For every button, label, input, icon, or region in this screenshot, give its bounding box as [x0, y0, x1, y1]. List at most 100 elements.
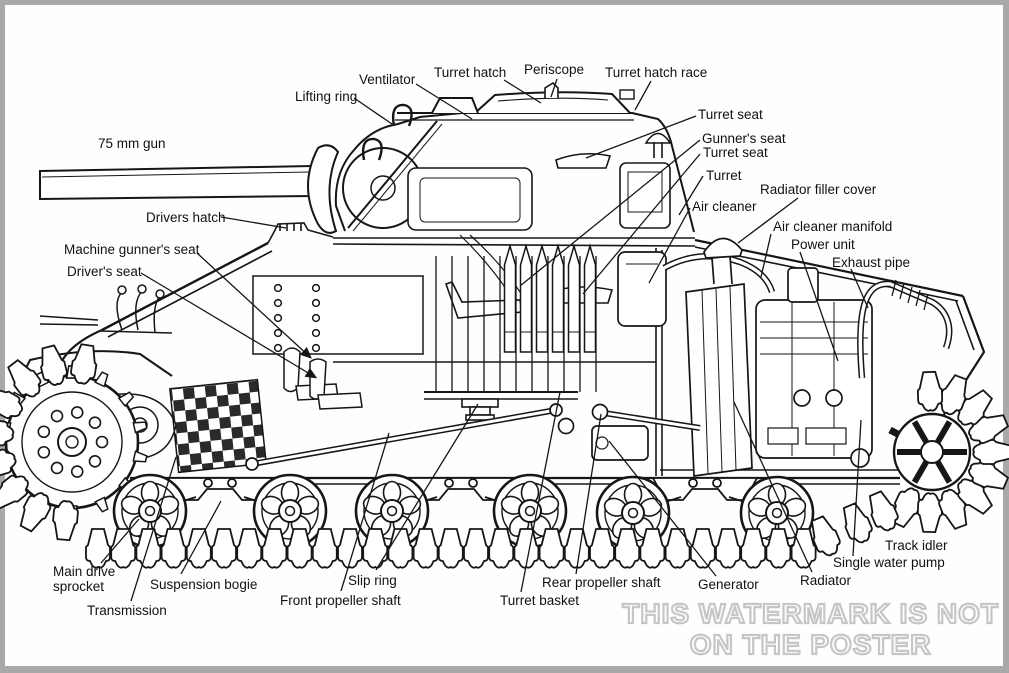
bogie-brackets — [151, 477, 774, 512]
exhaust-flex-ribs — [891, 279, 929, 311]
hatch-hinge — [619, 89, 635, 100]
bogie-roller — [468, 478, 478, 488]
sprocket-bolt — [70, 406, 84, 419]
leader-line-turret-seat-upper — [585, 115, 697, 159]
leader-line-air-cleaner — [648, 207, 691, 284]
basket-floor-group — [424, 391, 578, 421]
lever-knob — [117, 285, 127, 295]
part-label-turret-basket: Turret basket — [500, 593, 579, 608]
leader-line-slip-ring — [375, 403, 479, 571]
part-label-power-unit: Power unit — [791, 237, 855, 252]
gun-barrel — [39, 164, 313, 201]
turret-hatch-inner — [497, 97, 609, 102]
gun-shield-crescent — [307, 144, 340, 234]
part-label-gunners-seat: Gunner's seat — [702, 131, 786, 146]
exhaust-pipe-core — [858, 282, 951, 379]
exhaust-pipe-shape — [857, 280, 953, 379]
part-label-transmission: Transmission — [87, 603, 167, 618]
leader-line-machine-gunners-seat — [196, 252, 312, 359]
part-label-turret-seat-upper: Turret seat — [698, 107, 763, 122]
leader-line-gunners-seat — [519, 139, 701, 287]
watermark-line2: ON THE POSTER — [689, 628, 932, 661]
part-label-air-cleaner: Air cleaner — [692, 199, 757, 214]
idler-hub — [920, 440, 944, 464]
sprocket-tooth — [132, 450, 148, 463]
track-link — [185, 528, 212, 569]
turret-group — [334, 81, 695, 233]
track-link — [211, 528, 237, 569]
part-label-gun-75mm: 75 mm gun — [98, 136, 166, 151]
leader-line-drivers-hatch — [220, 216, 287, 229]
carburetor — [787, 267, 819, 303]
generator-shape — [591, 425, 649, 461]
bogie-roller — [712, 478, 722, 488]
seat-pan-2 — [317, 392, 363, 410]
part-label-single-water-pump: Single water pump — [833, 555, 945, 570]
sprocket-tooth — [117, 391, 135, 408]
sprocket-bolt — [37, 425, 51, 439]
panel-holes — [273, 283, 321, 353]
part-label-drivers-seat: Driver's seat — [67, 264, 142, 279]
floor-bar — [99, 330, 173, 334]
track-link — [837, 500, 877, 547]
leader-line-turret-hatch — [503, 79, 542, 104]
ammo-shell — [567, 245, 581, 353]
gun-breech-inner — [419, 177, 521, 223]
engine-bay — [245, 237, 953, 477]
sprocket-hub-hole — [65, 435, 79, 449]
ammo-shell — [583, 245, 597, 353]
part-label-generator: Generator — [698, 577, 759, 592]
part-label-radiator: Radiator — [800, 573, 852, 588]
part-label-radiator-filler-cover: Radiator filler cover — [760, 182, 877, 197]
leader-line-power-unit — [799, 251, 839, 362]
ammo-shell — [551, 245, 565, 353]
leader-line-suspension-bogie — [180, 500, 222, 575]
single-water-pump-shape — [850, 448, 870, 468]
leader-line-transmission — [130, 456, 177, 602]
idler-spoke — [911, 420, 930, 444]
lifting-ring-shape — [391, 103, 413, 127]
leader-line-radiator — [733, 401, 813, 573]
turret-seat-upper-shape — [555, 152, 612, 169]
lever-knob-2 — [137, 284, 147, 294]
ammo-shell — [519, 245, 533, 353]
sprocket-bolt — [50, 461, 64, 475]
sprocket-tooth — [94, 496, 109, 513]
idler-spoke — [934, 420, 953, 444]
track-link — [715, 528, 741, 569]
part-label-ventilator: Ventilator — [359, 72, 416, 87]
gun-barrel-line — [41, 171, 311, 178]
sponson-panel — [252, 275, 424, 355]
track-idler-wheel — [888, 412, 972, 492]
steering-lever — [117, 292, 124, 330]
radiator-core — [701, 286, 737, 474]
leader-line-front-propeller-shaft — [340, 432, 390, 592]
part-label-slip-ring: Slip ring — [348, 573, 397, 588]
leader-line-turret-seat-lower — [582, 153, 701, 295]
turret-brace — [347, 120, 438, 229]
radiator-filler-cover-shape — [703, 237, 743, 259]
u-joint-2 — [557, 417, 575, 435]
lever-knob-3 — [155, 289, 165, 299]
ammo-shell — [503, 245, 517, 353]
idler-spoke — [911, 460, 930, 484]
sprocket-bolts — [37, 406, 109, 478]
leader-line-lifting-ring — [353, 97, 393, 125]
part-label-turret-hatch-race: Turret hatch race — [605, 65, 707, 80]
sprocket-bolt — [95, 435, 109, 449]
drivers-seat-shape — [309, 358, 327, 400]
driver-compartment — [99, 275, 424, 474]
part-label-track-idler: Track idler — [885, 538, 948, 553]
rear-shaft-core — [603, 411, 701, 430]
part-label-suspension-bogie: Suspension bogie — [150, 577, 257, 592]
leader-line-drivers-seat — [140, 272, 318, 379]
ammo-shell — [535, 245, 549, 353]
leader-line-single-water-pump — [852, 419, 862, 557]
machine-gunners-seat-shape — [283, 347, 301, 393]
engine-sump-2 — [805, 427, 847, 445]
part-label-lifting-ring: Lifting ring — [295, 89, 357, 104]
leader-line-ventilator — [415, 83, 473, 120]
sprocket-bolt — [70, 465, 84, 478]
idler-spokes — [897, 420, 967, 484]
